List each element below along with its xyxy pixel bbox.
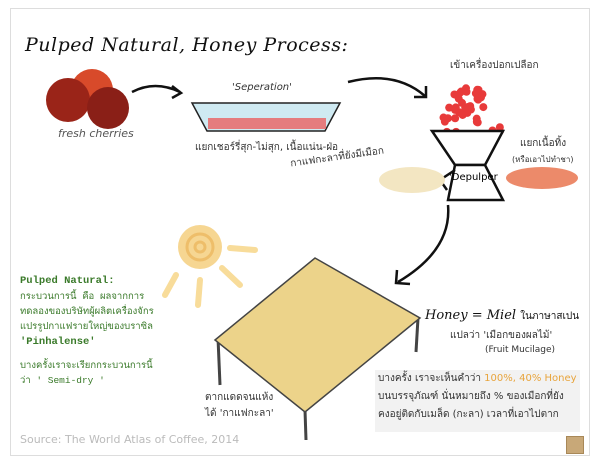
- note-line: กระบวนการนี้ คือ ผลจากการ: [20, 291, 145, 302]
- cherry-dot: [454, 94, 463, 103]
- cherry-dot: [440, 117, 449, 126]
- note-box-line: บางครั้ง เราจะเห็นคำว่า: [378, 373, 481, 384]
- separation-label: 'Seperation': [232, 82, 292, 93]
- cherry-dot: [451, 114, 460, 123]
- cherry-dot: [462, 84, 471, 93]
- honey-note-box: บางครั้ง เราจะเห็นคำว่า 100%, 40% Honey …: [375, 370, 580, 432]
- cherry-dot: [472, 117, 481, 126]
- honey-percent-highlight: 100%, 40% Honey: [484, 373, 577, 384]
- cherry-dot: [458, 110, 467, 119]
- arrow-2: [347, 76, 426, 97]
- pulp-pile: [506, 167, 578, 189]
- source-caption: Source: The World Atlas of Coffee, 2014: [20, 433, 240, 446]
- note-line: ว่า ' Semi-dry ': [20, 375, 105, 386]
- pulped-natural-heading: Pulped Natural:: [20, 275, 115, 287]
- page-title: Pulped Natural, Honey Process:: [25, 34, 349, 56]
- honey-heading: Honey = Miel ในภาษาสเปน: [425, 308, 579, 324]
- grid-menu-icon[interactable]: [566, 436, 584, 454]
- cherry-dot: [445, 103, 454, 112]
- depulper-label: 'Depulper: [449, 172, 498, 183]
- note-line: ทดลองของบริษัทผู้ผลิตเครื่องจักร: [20, 306, 154, 317]
- cherry-dot: [495, 123, 504, 132]
- cherry-dot: [456, 88, 465, 97]
- separation-basin: [190, 102, 342, 132]
- cherry-dot: [451, 104, 460, 113]
- cherry-dot: [473, 94, 482, 103]
- note-line: บางครั้งเราจะเรียกกระบวนการนี้: [20, 360, 153, 371]
- cherries-illustration: [46, 69, 129, 129]
- cherries-pile: [439, 84, 504, 136]
- separation-desc: แยกเชอร์รี่สุก-ไม่สุก, เนื้อแน่น-ฝ่อ: [195, 142, 339, 153]
- honey-suffix: ในภาษาสเปน: [520, 311, 580, 322]
- honey-meaning: แปลว่า 'เมือกของผลไม้': [450, 330, 553, 341]
- cherry-dot: [474, 85, 483, 94]
- note-line: แปรรูปกาแฟรายใหญ่ของบราซิล: [20, 321, 153, 332]
- cherry-dot: [461, 103, 470, 112]
- note-box-line: บนบรรจุภัณฑ์ นั่นหมายถึง % ของเมือกที่ยั…: [378, 391, 564, 402]
- parchment-pile: [379, 167, 445, 193]
- note-line: 'Pinhalense': [20, 336, 96, 348]
- drying-label-1: ตากแดดจนแห้ง: [205, 392, 274, 403]
- honey-title: Honey = Miel: [425, 308, 517, 323]
- cherry-dot: [479, 103, 488, 112]
- honey-english: (Fruit Mucilage): [485, 345, 556, 355]
- pulp-removed-note: (หรือเอาไปทำชา): [512, 155, 574, 164]
- pulp-removed-label: แยกเนื้อทิ้ง: [520, 138, 567, 149]
- depulper-input-label: เข้าเครื่องปอกเปลือก: [450, 60, 539, 71]
- note-box-line: คงอยู่ติดกับเมล็ด (กะลา) เวลาที่เอาไปตาก: [378, 409, 559, 420]
- pulped-natural-note: Pulped Natural: กระบวนการนี้ คือ ผลจากกา…: [20, 273, 154, 388]
- arrow-3: [397, 204, 450, 284]
- sun-icon: [162, 225, 258, 308]
- drying-label-2: ได้ 'กาแฟกะลา': [205, 408, 274, 419]
- drying-table: [213, 257, 422, 441]
- cherries-label: fresh cherries: [58, 127, 134, 140]
- depulper-machine: [429, 129, 506, 202]
